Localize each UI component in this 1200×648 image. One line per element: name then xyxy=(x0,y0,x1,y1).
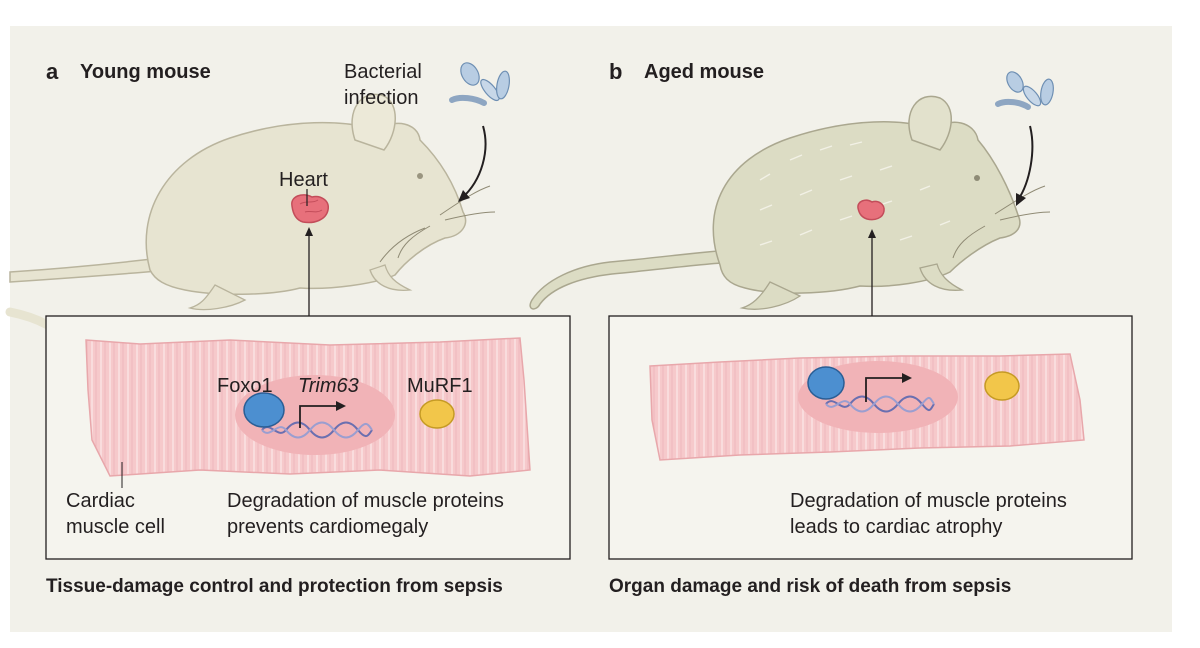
panel-a-letter: a xyxy=(46,59,59,84)
panel-b-effect-line1: Degradation of muscle proteins xyxy=(790,490,1067,512)
panel-a-effect-line1: Degradation of muscle proteins xyxy=(227,490,504,512)
infection-label-line1: Bacterial xyxy=(344,61,422,83)
panel-b-title: Aged mouse xyxy=(644,61,765,83)
infection-label-line2: infection xyxy=(344,87,419,109)
heart-icon xyxy=(291,194,329,224)
panel-a-effect-line2: prevents cardiomegaly xyxy=(227,516,429,538)
aged-mouse-ear xyxy=(908,95,952,151)
infection-arrow xyxy=(461,125,487,199)
aged-mouse-eye xyxy=(974,175,980,181)
panel-a-caption: Tissue-damage control and protection fro… xyxy=(46,576,503,597)
foxo1-protein xyxy=(807,366,845,400)
young-mouse-ear xyxy=(351,93,396,151)
panel-a-title: Young mouse xyxy=(80,61,211,83)
heart-label: Heart xyxy=(279,169,328,191)
panel-b-letter: b xyxy=(609,59,623,84)
young-mouse-tail xyxy=(9,254,192,283)
foxo1-protein xyxy=(243,392,285,428)
bacteria-icon xyxy=(449,62,510,106)
transcription-arrow xyxy=(299,405,340,428)
aged-mouse-tail xyxy=(529,249,737,310)
aged-mouse xyxy=(529,95,1051,310)
murf1-protein xyxy=(419,399,455,429)
young-mouse xyxy=(5,93,496,350)
young-mouse-eye xyxy=(417,173,423,179)
murf1-protein xyxy=(984,371,1020,401)
infection-arrow xyxy=(1017,125,1034,201)
bacteria-icon xyxy=(995,71,1054,110)
cell-label-line2: muscle cell xyxy=(66,516,165,538)
transcription-arrow xyxy=(865,377,906,402)
dna-icon xyxy=(261,421,373,439)
trim63-gene-label: Trim63 xyxy=(298,375,359,397)
panel-b-effect-line2: leads to cardiac atrophy xyxy=(790,516,1003,538)
panel-b-caption: Organ damage and risk of death from seps… xyxy=(609,576,1012,597)
dna-icon xyxy=(825,395,935,413)
heart-icon xyxy=(857,199,885,221)
cell-label-line1: Cardiac xyxy=(66,490,135,512)
murf1-label: MuRF1 xyxy=(407,375,473,397)
foxo1-label: Foxo1 xyxy=(217,375,273,397)
